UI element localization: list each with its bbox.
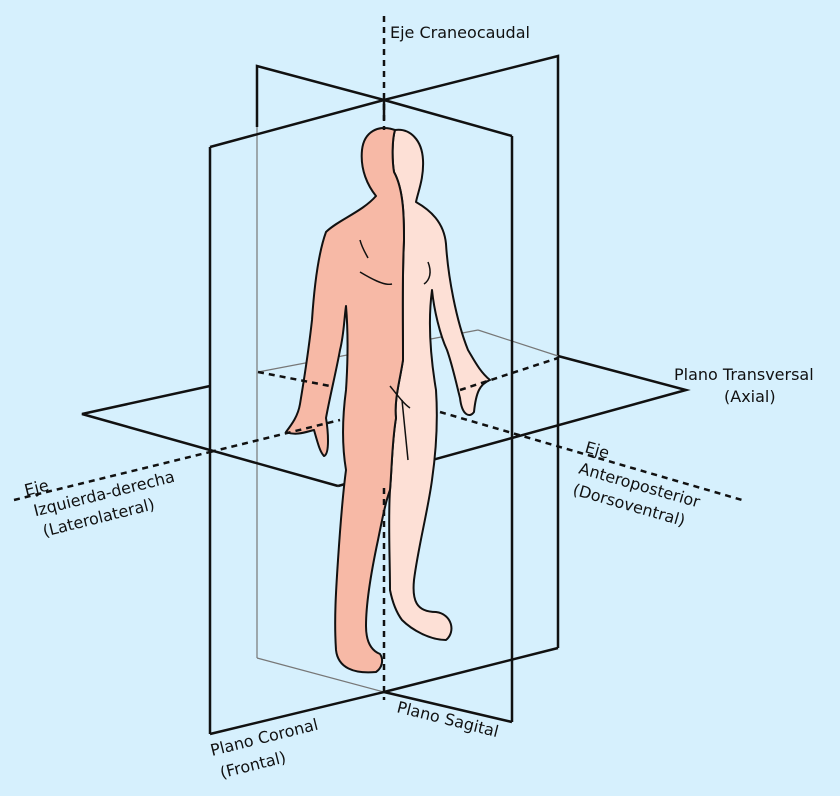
transverse-plane-front-left [81,384,339,488]
figure-hip-line [389,385,411,409]
axis-lr-middle [209,418,341,454]
figure-leg-line [401,399,409,461]
coronal-plane-bottom-left [209,690,385,736]
label-plano-transversal-alt: (Axial) [724,387,776,406]
transverse-plane-front-right [337,354,691,488]
coronal-plane [208,98,560,736]
transverse-plane [81,354,691,488]
figure-armpit-line [359,239,369,259]
axis-ap-front [439,410,743,502]
axes [13,16,743,700]
label-eje-lr-1: Eje [22,476,50,500]
figure-left-half [285,127,405,674]
sagittal-plane-hidden-bottom [256,657,385,693]
human-figure [285,127,491,674]
figure-chest-line [359,271,393,286]
label-group-coronal: Plano Coronal (Frontal) [208,715,320,782]
transversal-plane-hidden-right [477,329,559,357]
coronal-plane-top-left [209,98,385,149]
axis-lr-left [13,450,211,502]
coronal-plane-bottom-right [383,690,513,724]
axis-ap-back [257,370,331,388]
label-eje-ap-1: Eje [583,438,612,463]
coronal-plane-top-right [383,98,513,138]
label-plano-transversal: Plano Transversal [674,365,814,384]
label-group-sagital: Plano Sagital [395,697,501,741]
label-group-lr: Eje Izquierda-derecha (Laterolateral) [22,467,176,541]
label-plano-sagital: Plano Sagital [395,697,501,741]
sagittal-plane-bottom-right [383,646,559,694]
figure-pec-line [423,261,431,285]
label-axis-craneocaudal: Eje Craneocaudal [390,23,530,42]
